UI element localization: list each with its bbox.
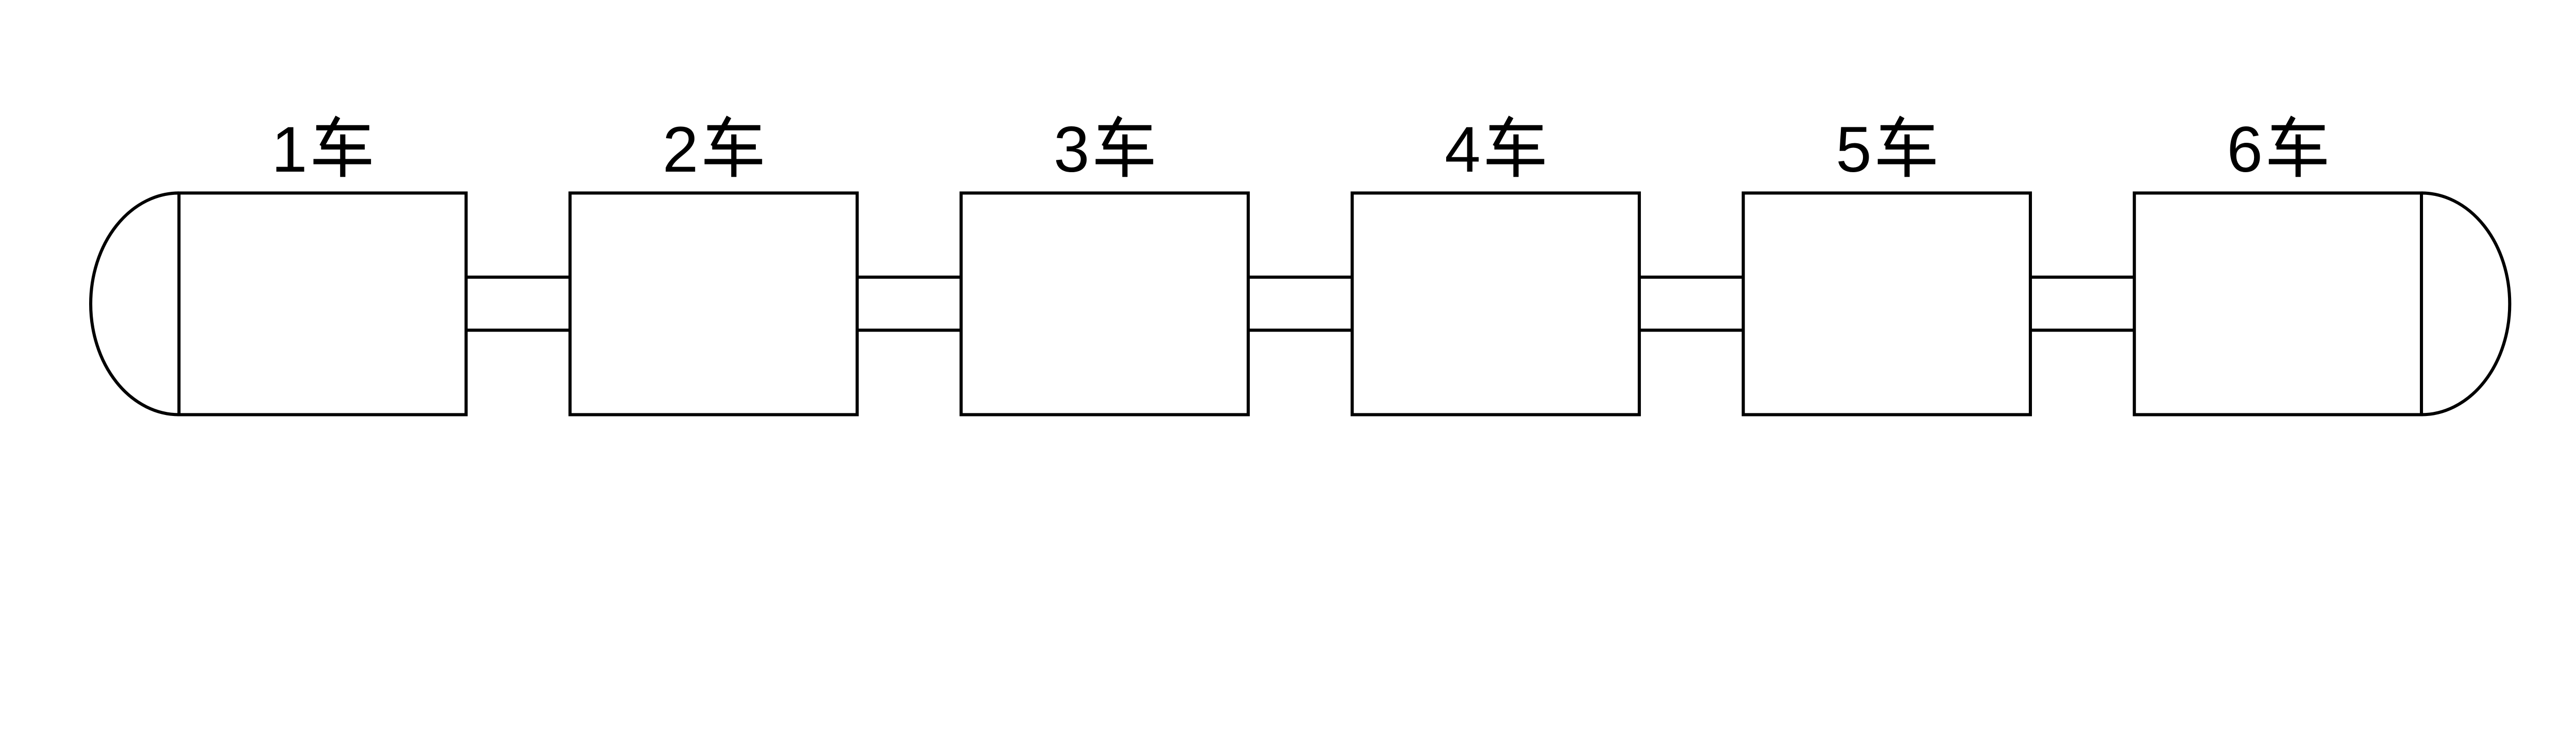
front-nose [89, 191, 179, 417]
coupler-5 [2030, 275, 2134, 332]
car-2: 2 [568, 113, 859, 417]
car-number: 5 [1836, 113, 1872, 186]
che-character-glyph [1487, 117, 1545, 177]
coupler-3 [1248, 275, 1352, 332]
car-body [177, 191, 468, 417]
train-diagram-canvas: 1 2 3 4 5 6 [89, 113, 2512, 417]
car-body [568, 191, 859, 417]
car-body [2132, 191, 2424, 417]
coupler-1 [466, 275, 570, 332]
car-5: 5 [1741, 113, 2032, 417]
rear-nose [2421, 191, 2512, 417]
coupler-2 [857, 275, 961, 332]
che-character-glyph [313, 117, 371, 177]
che-character-glyph [2269, 117, 2327, 177]
che-character-glyph [1878, 117, 1936, 177]
che-character-glyph [1096, 117, 1154, 177]
car-number: 3 [1054, 113, 1090, 186]
car-3: 3 [959, 113, 1250, 417]
coupler-4 [1639, 275, 1743, 332]
car-number: 6 [2227, 113, 2263, 186]
car-body [959, 191, 1250, 417]
car-number: 2 [663, 113, 699, 186]
car-4: 4 [1350, 113, 1641, 417]
car-number: 1 [272, 113, 308, 186]
car-6: 6 [2132, 113, 2424, 417]
car-1: 1 [177, 113, 468, 417]
car-number: 4 [1445, 113, 1481, 186]
car-body [1350, 191, 1641, 417]
che-character-glyph [704, 117, 762, 177]
train-diagram: 1 2 3 4 5 6 [89, 113, 2512, 417]
car-body [1741, 191, 2032, 417]
